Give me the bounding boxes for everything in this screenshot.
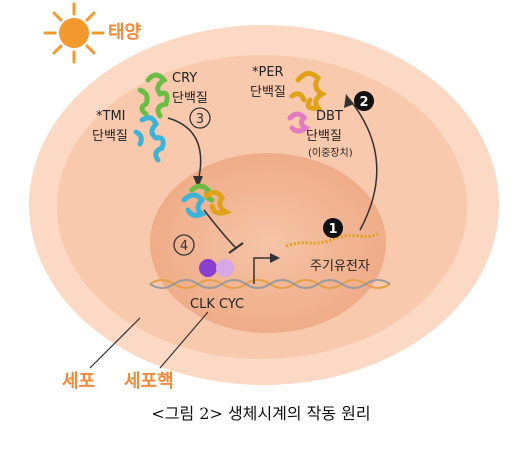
translation-arrow-head [344, 94, 354, 108]
step-3-number: 3 [196, 112, 204, 127]
translation-arrow [349, 99, 378, 231]
nucleus-pointer-line [159, 311, 209, 369]
promoter-arrow-head [270, 253, 280, 263]
step-3-marker [189, 107, 211, 129]
cry-protein-label-1: CRY [172, 71, 197, 86]
figure-caption: <그림 2> 생체시계의 작동 원리 [151, 404, 371, 423]
circadian-clock-diagram: 태양 CRY 단백질 *TMI 단백질 3 *PER 단백질 DBT 단백질 (… [29, 2, 499, 392]
clk-cyc-label: CLK CYC [190, 297, 244, 312]
step-2-marker [354, 91, 374, 111]
sun-label: 태양 [108, 22, 142, 43]
nucleus-label: 세포핵 [124, 371, 174, 392]
inhibition-bar [228, 242, 244, 254]
step-2-number: 2 [359, 95, 368, 110]
clk-cyc-icon [199, 259, 234, 277]
binding-arrow-head [193, 176, 203, 188]
step-4-marker [173, 234, 195, 256]
tmi-protein-label-1: *TMI [96, 109, 126, 124]
cell-pointer-line [89, 317, 141, 369]
step-1-number: 1 [328, 222, 337, 237]
sun-icon [43, 2, 105, 64]
binding-arrow [167, 117, 202, 183]
cry-protein-label-2: 단백질 [172, 91, 208, 106]
dbt-protein-label-1: DBT [316, 109, 343, 124]
dbt-protein-label-2: 단백질 [306, 129, 342, 144]
cell-label: 세포 [62, 371, 95, 392]
gene-label: 주기유전자 [310, 259, 370, 274]
tmi-protein-icon [133, 115, 166, 163]
promoter-arrow [253, 257, 272, 284]
dna-strand [149, 279, 391, 289]
mrna-strand [285, 232, 379, 248]
per-protein-icon [289, 71, 327, 111]
tmi-protein-label-2: 단백질 [92, 129, 128, 144]
per-protein-label-2: 단백질 [250, 85, 286, 100]
step-1-marker [323, 218, 343, 238]
per-protein-label-1: *PER [252, 65, 284, 80]
dbt-protein-label-3: (이중장치) [308, 147, 353, 159]
protein-complex-icon [181, 183, 232, 218]
inhibition-line [203, 209, 237, 249]
cry-protein-icon [137, 72, 170, 119]
dbt-protein-icon [287, 111, 311, 134]
step-4-number: 4 [180, 239, 188, 254]
